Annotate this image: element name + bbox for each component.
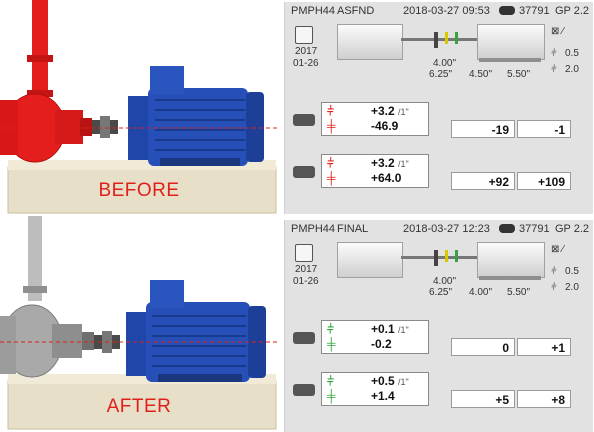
vertical-offset-status-icon: ╪: [327, 119, 336, 133]
vertical-angular-value: +3.2 /1": [371, 104, 409, 118]
dim-sensor: 6.25": [429, 287, 453, 298]
motor-machine-icon: [477, 24, 545, 60]
date-year: 2017: [295, 46, 318, 57]
clipboard-icon: [295, 26, 313, 44]
gp-version: GP 2.2: [555, 223, 590, 235]
coupling-icon: [434, 250, 438, 266]
vertical-result-box: [321, 320, 429, 354]
measurement-name: FINAL: [337, 223, 369, 235]
date-year: 2017: [295, 264, 318, 275]
horizontal-direction-icon: [293, 166, 315, 178]
coupling-icon: [434, 32, 438, 48]
machine-id: PMPH44: [291, 5, 336, 17]
dim-foot1: 4.50": [469, 69, 493, 80]
horizontal-result-box: [321, 372, 429, 406]
vertical-offset-status-icon: ╪: [327, 337, 336, 351]
tolerance-offset-icon: ⫩: [551, 64, 557, 75]
tolerance-angular-icon: ⫩: [551, 48, 557, 59]
tolerance-header-icon: ⊠ ⁄: [551, 26, 564, 37]
vertical-offset-value: -0.2: [371, 337, 392, 351]
horizontal-offset-status-icon: ╪: [327, 171, 336, 185]
pump-machine-icon: [337, 242, 403, 278]
horizontal-offset-value: +1.4: [371, 389, 395, 403]
tolerance-angular: 0.5: [565, 266, 579, 277]
tolerance-offset-icon: ⫩: [551, 282, 557, 293]
dim-sensor: 6.25": [429, 69, 453, 80]
shaft-line: [401, 38, 477, 41]
horizontal-angular-value: +0.5 /1": [371, 374, 409, 388]
before-alignment-panel: PMPH44 ASFND 2018-03-27 09:53 37791 GP 2…: [284, 2, 593, 214]
before-photo: [0, 0, 278, 216]
vertical-direction-icon: [293, 114, 315, 126]
vertical-foot1-cell: -19: [451, 120, 515, 138]
vertical-angular-value: +0.1 /1": [371, 322, 409, 336]
tolerance-header-icon: ⊠ ⁄: [551, 244, 564, 255]
after-photo: [0, 216, 278, 432]
after-alignment-panel: PMPH44 FINAL 2018-03-27 12:23 37791 GP 2…: [284, 220, 593, 432]
dim-foot1: 4.00": [469, 287, 493, 298]
device-serial: 37791: [519, 223, 550, 235]
datetime: 2018-03-27 09:53: [403, 5, 490, 17]
horizontal-foot1-cell: +5: [451, 390, 515, 408]
vertical-offset-value: -46.9: [371, 119, 399, 133]
motor-feet: [479, 58, 541, 62]
vertical-angular-status-icon: ⫩: [327, 322, 334, 336]
vertical-result-box: [321, 102, 429, 136]
dim-foot2: 5.50": [507, 69, 531, 80]
pump-motor-red-illustration: [0, 0, 278, 214]
device-serial: 37791: [519, 5, 550, 17]
vertical-angular-status-icon: ⫩: [327, 104, 334, 118]
tolerance-offset: 2.0: [565, 282, 579, 293]
datetime: 2018-03-27 12:23: [403, 223, 490, 235]
vertical-foot2-cell: +1: [517, 338, 571, 356]
tolerance-angular: 0.5: [565, 48, 579, 59]
date-monthday: 01-26: [293, 58, 319, 69]
measurement-name: ASFND: [337, 5, 375, 17]
sensor-left-icon: [445, 32, 448, 44]
clipboard-icon: [295, 244, 313, 262]
motor-machine-icon: [477, 242, 545, 278]
horizontal-offset-value: +64.0: [371, 171, 402, 185]
vertical-direction-icon: [293, 332, 315, 344]
vertical-foot1-cell: 0: [451, 338, 515, 356]
sensor-right-icon: [455, 32, 458, 44]
tolerance-angular-icon: ⫩: [551, 266, 557, 277]
horizontal-angular-status-icon: ⫩: [327, 374, 334, 388]
pump-motor-grey-illustration: [0, 216, 278, 430]
dim-coupling: 4.00": [433, 276, 457, 287]
horizontal-angular-value: +3.2 /1": [371, 156, 409, 170]
shaft-line: [401, 256, 477, 259]
tolerance-offset: 2.0: [565, 64, 579, 75]
pump-machine-icon: [337, 24, 403, 60]
horizontal-foot2-cell: +109: [517, 172, 571, 190]
after-label: AFTER: [106, 396, 172, 417]
motor-feet: [479, 276, 541, 280]
gp-version: GP 2.2: [555, 5, 590, 17]
device-icon: [499, 6, 515, 15]
horizontal-offset-status-icon: ╪: [327, 389, 336, 403]
horizontal-foot2-cell: +8: [517, 390, 571, 408]
dim-coupling: 4.00": [433, 58, 457, 69]
horizontal-direction-icon: [293, 384, 315, 396]
dim-foot2: 5.50": [507, 287, 531, 298]
horizontal-result-box: [321, 154, 429, 188]
vertical-foot2-cell: -1: [517, 120, 571, 138]
sensor-left-icon: [445, 250, 448, 262]
horizontal-foot1-cell: +92: [451, 172, 515, 190]
date-monthday: 01-26: [293, 276, 319, 287]
horizontal-angular-status-icon: ⫩: [327, 156, 334, 170]
before-label: BEFORE: [98, 180, 180, 201]
device-icon: [499, 224, 515, 233]
machine-id: PMPH44: [291, 223, 336, 235]
sensor-right-icon: [455, 250, 458, 262]
